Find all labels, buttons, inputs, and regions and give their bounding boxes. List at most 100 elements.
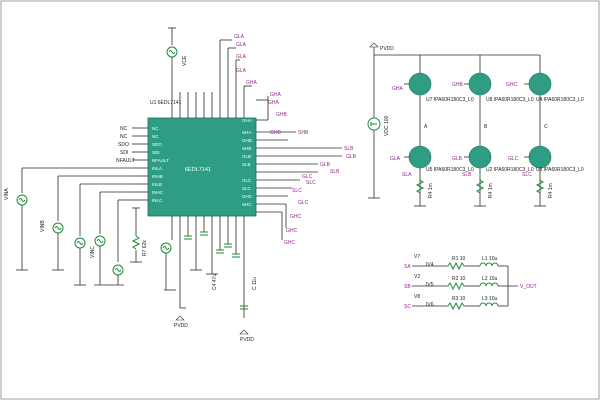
resistor-label: R7 62k <box>142 240 148 256</box>
shunt-label: R4 1m <box>548 183 554 198</box>
input-source-vinc[interactable]: VINC <box>74 183 132 285</box>
net-label-gla: GLA <box>234 34 245 40</box>
capacitor-label: C 11u <box>252 277 258 290</box>
vdc-source[interactable]: VDC 100 <box>367 115 390 136</box>
net-label-ghc: GHC <box>284 240 296 246</box>
net-label-glb: GLB <box>346 154 357 160</box>
resistor-pulldown[interactable]: R7 62k <box>130 207 148 263</box>
net-label-slc: SLC <box>522 172 532 178</box>
vce-source[interactable]: VCE <box>166 27 188 118</box>
port-label: SDI <box>120 150 128 156</box>
filter-inductor-label: L1 10u <box>482 256 498 262</box>
ic-pin-label: GLB <box>242 154 251 159</box>
gate-label: GHC <box>506 82 518 88</box>
port-label: NC <box>120 134 128 140</box>
port-label: NFAULT <box>116 158 135 164</box>
ic-pin-label: SDI <box>152 150 160 155</box>
filter-input-label: SA <box>404 264 411 270</box>
net-label-slc: SLC <box>306 180 316 186</box>
mosfet-u4[interactable]: GHC U4 IPA60R180C3_L0 <box>506 72 584 103</box>
ic-top-wires <box>179 39 252 118</box>
net-label-gla: GLA <box>236 42 247 48</box>
ic-pin-label: GHA <box>242 118 252 123</box>
mosfet-u7[interactable]: GHA U7 IPA60R180C3_L0 <box>392 72 474 103</box>
mosfet-label: U8 IPA60R180C3_L0 <box>486 97 534 103</box>
capacitor-label: C4 47u <box>212 274 218 290</box>
mosfet-label: U3 IPA60R180C3_L0 <box>536 167 584 173</box>
source-label: VCE <box>182 55 188 66</box>
net-label-gla: GLA <box>236 54 247 60</box>
mosfet-u8[interactable]: GHB U8 IPA60R180C3_L0 <box>452 72 534 103</box>
mosfet-label: U4 IPA60R180C3_L0 <box>536 97 584 103</box>
ic-pin-label: GHC <box>242 194 253 199</box>
ic-pin-label: NC <box>152 134 159 139</box>
net-label-slc: SLC <box>292 188 302 194</box>
node-label: A <box>424 124 428 130</box>
mosfet-label: U5 IPA60R180C3_L0 <box>426 167 474 173</box>
ic-body <box>147 117 257 217</box>
ic-pin-label: INHC <box>152 190 164 195</box>
ic-pin-label: INLC <box>152 198 163 203</box>
net-label-ghc: GHC <box>286 228 298 234</box>
ic-6edl7141[interactable]: 6EDL7141 U1 6EDL7141 <box>147 100 257 217</box>
net-label-slb: SLB <box>330 169 340 175</box>
ref-label: V7 <box>414 254 420 260</box>
output-label: V_OUT <box>520 284 537 290</box>
ref-label: IV5 <box>426 282 434 288</box>
ground-left <box>16 269 124 286</box>
net-label-glb: GLB <box>320 162 331 168</box>
input-source-extra[interactable] <box>94 191 132 285</box>
ic-top-netlabels: GLA GLA GLA GLA GHA GHA GHA <box>234 34 282 106</box>
net-label-ghb: GHB <box>276 112 288 118</box>
net-label-ghb: GHB <box>270 130 282 136</box>
ic-pin-label: INHB <box>152 174 163 179</box>
ic-pin-label: SDO <box>152 142 162 147</box>
net-label-glc: GLC <box>298 200 309 206</box>
net-label-glc: GLC <box>302 174 313 180</box>
gate-label: GLA <box>390 156 401 162</box>
input-source-vina[interactable]: VINA <box>4 167 132 270</box>
gate-label: GLB <box>452 156 463 162</box>
net-label-gha: GHA <box>246 80 258 86</box>
pvdd-label: PVDD <box>174 323 188 329</box>
ic-pin-label: SHB <box>242 146 251 151</box>
ic-right-wires <box>256 96 342 240</box>
shunt-label: R4 1m <box>488 183 494 198</box>
net-label-gha: GHA <box>270 92 282 98</box>
source-label: VINB <box>40 220 46 232</box>
mosfet-label: U2 IPA60R180C3_L0 <box>486 167 534 173</box>
ref-label: V2 <box>414 274 420 280</box>
node-label: B <box>484 124 488 130</box>
port-label: NC <box>120 126 128 132</box>
source-label: VDC 100 <box>384 115 390 136</box>
filter-input-label: SC <box>404 304 411 310</box>
net-label-slb: SLB <box>344 146 354 152</box>
source-label: VINA <box>4 188 10 200</box>
phase-leg-c: C <box>539 55 548 196</box>
gate-label: GLC <box>508 156 519 162</box>
ic-pin-label: GHB <box>242 138 252 143</box>
source-label: VINC <box>90 246 96 258</box>
pvdd-label: PVDD <box>380 46 394 52</box>
ic-pin-label: NC <box>152 126 159 131</box>
ic-bottom-wires <box>160 216 245 318</box>
filter-inductor-label: L3 10u <box>482 296 498 302</box>
ic-designator: U1 6EDL7141 <box>150 100 182 106</box>
mosfet-u3[interactable]: GLC U3 IPA60R180C3_L0 <box>508 145 584 173</box>
node-label: C <box>544 124 548 130</box>
filter-resistor-label: R3 10 <box>452 296 466 302</box>
ic-pin-label: GLC <box>242 178 252 183</box>
gate-label: GHB <box>452 82 464 88</box>
ic-pin-label: INLA <box>152 166 162 171</box>
ic-pin-label: INLB <box>152 182 162 187</box>
phase-leg-b: B <box>479 55 488 196</box>
dc-bus: PVDD <box>368 42 540 199</box>
ref-label: V8 <box>414 294 420 300</box>
ic-left-wires: NC NC SDO SDI NFAULT <box>116 126 148 201</box>
net-label-slb: SLB <box>462 172 472 178</box>
mosfet-u5[interactable]: GLA U5 IPA60R180C3_L0 <box>390 145 474 173</box>
mosfet-u2[interactable]: GLB U2 IPA60R180C3_L0 <box>452 145 534 173</box>
input-source-vinb[interactable]: VINB <box>40 175 132 270</box>
